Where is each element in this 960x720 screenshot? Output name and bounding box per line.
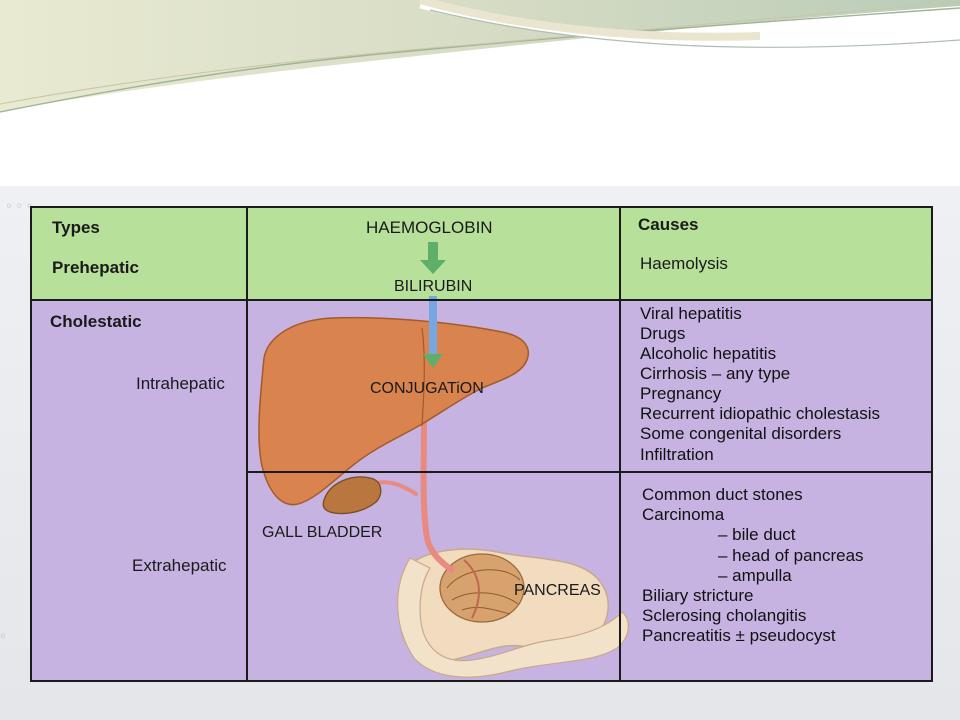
cause-item: Biliary stricture: [642, 586, 754, 605]
label-gall-bladder: GALL BLADDER: [262, 524, 383, 541]
jaundice-types-table: Types Prehepatic Cholestatic Intrahepati…: [30, 206, 933, 682]
liver-shape: [258, 316, 530, 506]
prehepatic-band: [32, 208, 931, 301]
arrow-bilirubin-to-conjugation: [429, 296, 437, 358]
cause-item: Pregnancy: [640, 384, 722, 403]
cause-item: Alcoholic hepatitis: [640, 344, 777, 363]
cause-item: Cirrhosis – any type: [640, 364, 791, 383]
header-types: Types: [52, 218, 100, 237]
cause-item: Viral hepatitis: [640, 304, 742, 323]
duodenum-shape: [397, 557, 629, 678]
column-divider-left: [246, 208, 248, 680]
label-intrahepatic: Intrahepatic: [136, 374, 225, 393]
header-causes: Causes: [638, 215, 699, 234]
cause-item: Drugs: [640, 324, 686, 343]
cause-item: Recurrent idiopathic cholestasis: [640, 404, 881, 423]
label-haemoglobin: HAEMOGLOBIN: [366, 218, 493, 237]
cause-item: Common duct stones: [642, 485, 803, 504]
gall-bladder-shape: [322, 476, 382, 515]
label-prehepatic: Prehepatic: [52, 258, 139, 277]
label-extrahepatic: Extrahepatic: [132, 556, 227, 575]
cause-subitem: – ampulla: [718, 566, 792, 585]
cause-item: Infiltration: [640, 445, 714, 464]
column-divider-right: [619, 208, 621, 680]
label-bilirubin: BILIRUBIN: [394, 278, 473, 295]
cause-prehepatic: Haemolysis: [640, 254, 728, 273]
label-cholestatic: Cholestatic: [50, 312, 142, 331]
hepatobiliary-illustration: [258, 242, 629, 678]
label-conjugation: CONJUGATiON: [370, 380, 484, 397]
cause-subitem: – head of pancreas: [718, 546, 864, 565]
label-pancreas: PANCREAS: [514, 582, 601, 599]
bile-duct: [420, 420, 455, 573]
cause-subitem: – bile duct: [718, 525, 796, 544]
cause-item: Carcinoma: [642, 505, 725, 524]
row-divider-prehepatic: [32, 299, 931, 301]
cause-item: Pancreatitis ± pseudocyst: [642, 626, 836, 645]
cause-item: Some congenital disorders: [640, 424, 842, 443]
bleed-through-text: ◦ ◦ ◦ ◦: [0, 196, 33, 645]
arrow-haemoglobin-to-bilirubin: [420, 242, 446, 274]
cause-item: Sclerosing cholangitis: [642, 606, 807, 625]
decorative-header-swoosh: [0, 0, 960, 113]
row-divider-intrahepatic: [246, 471, 931, 473]
